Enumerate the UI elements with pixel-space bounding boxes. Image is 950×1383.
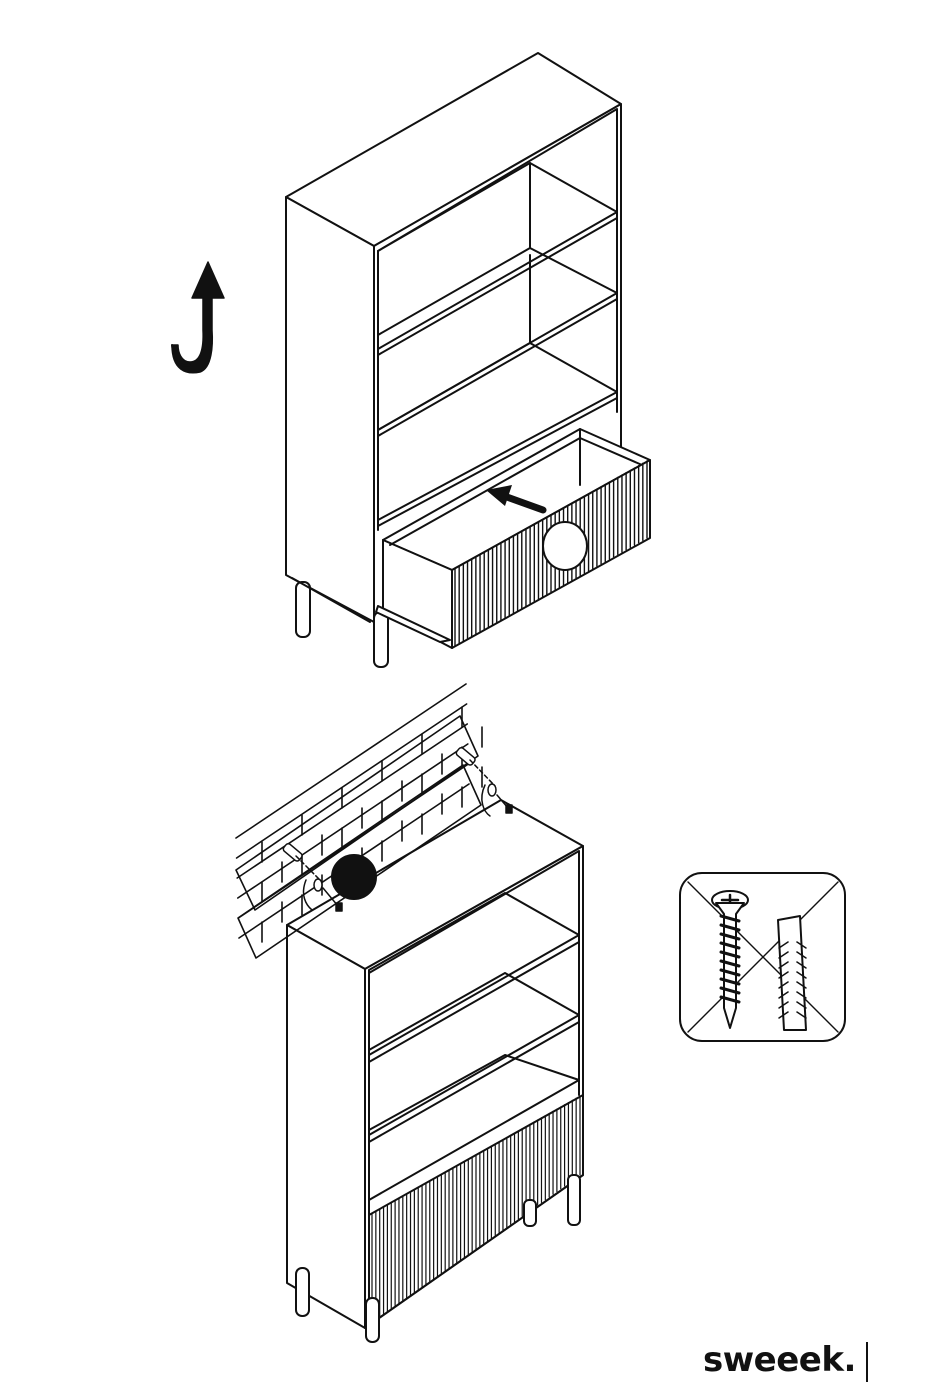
callout-dot — [332, 855, 376, 899]
screws-not-included-icon — [680, 873, 845, 1041]
brand-divider — [866, 1342, 868, 1382]
top-cabinet — [286, 53, 650, 667]
bottom-cabinet — [287, 800, 583, 1342]
curved-up-arrow-icon — [172, 262, 224, 373]
brand-logo: sweeek. — [703, 1340, 856, 1380]
